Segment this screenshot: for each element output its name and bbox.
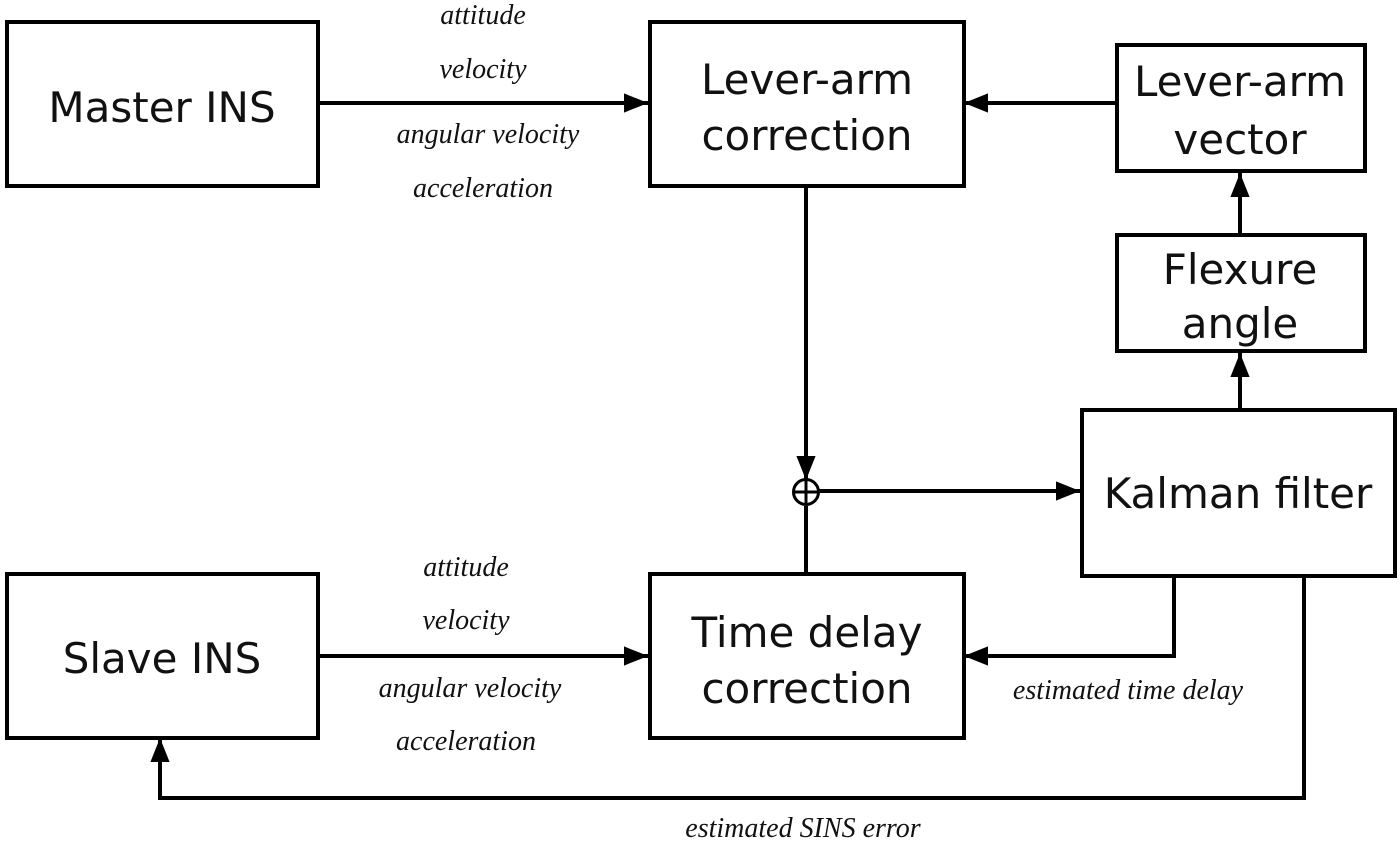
wire-estimated-sins-error: [150, 576, 1306, 800]
flexure-angle-label-line-2: angle: [1182, 299, 1299, 348]
slave-ins-label: Slave INS: [63, 634, 262, 683]
signal-label: attitude: [423, 552, 509, 583]
signal-labels-master: attitude velocity angular velocity accel…: [397, 0, 580, 204]
summing-junction: [792, 478, 820, 506]
signal-labels-slave: attitude velocity angular velocity accel…: [379, 552, 562, 757]
block-lever-arm-correction: Lever-arm correction: [648, 20, 966, 188]
signal-label: velocity: [439, 54, 527, 85]
wire-estimated-time-delay: [964, 576, 1176, 666]
flexure-angle-label-line-1: Flexure: [1163, 245, 1318, 294]
lever-arm-correction-label-line-1: Lever-arm: [701, 55, 913, 104]
lever-arm-correction-label-line-2: correction: [701, 111, 912, 160]
signal-label: angular velocity: [397, 119, 580, 150]
lever-arm-vector-label-line-2: vector: [1173, 115, 1307, 164]
block-slave-ins: Slave INS: [5, 572, 320, 740]
estimated-time-delay-label: estimated time delay: [1013, 675, 1244, 706]
signal-label: acceleration: [413, 173, 553, 204]
block-kalman-filter: Kalman filter: [1080, 408, 1397, 578]
time-delay-correction-label-line-2: correction: [701, 664, 912, 713]
signal-label: acceleration: [396, 726, 536, 757]
signal-label: attitude: [440, 0, 526, 31]
block-master-ins: Master INS: [5, 20, 320, 188]
master-ins-label: Master INS: [48, 83, 275, 132]
lever-arm-vector-label-line-1: Lever-arm: [1134, 57, 1346, 106]
time-delay-correction-label-line-1: Time delay: [691, 608, 923, 657]
signal-label: velocity: [422, 605, 510, 636]
estimated-sins-error-label: estimated SINS error: [685, 813, 920, 841]
block-time-delay-correction: Time delay correction: [648, 572, 966, 740]
block-flexure-angle: Flexure angle: [1115, 233, 1367, 353]
signal-label: angular velocity: [379, 673, 562, 704]
kalman-filter-label: Kalman filter: [1104, 469, 1373, 518]
block-lever-arm-vector: Lever-arm vector: [1115, 43, 1367, 173]
